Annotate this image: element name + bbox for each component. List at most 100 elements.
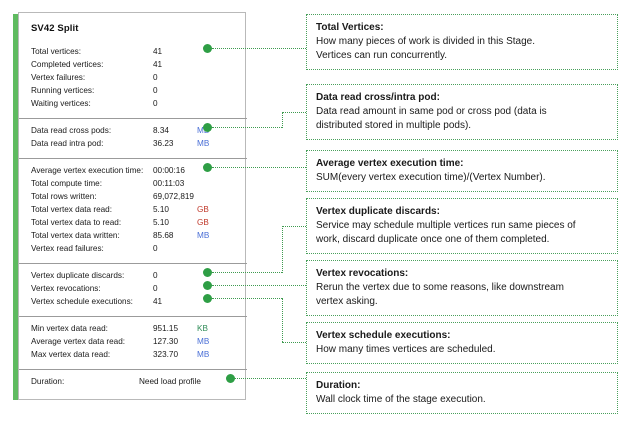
stat-label: Waiting vertices: xyxy=(31,99,91,108)
annotation-line: vertex asking. xyxy=(316,296,378,307)
stat-unit: MB xyxy=(197,126,210,135)
stat-row-vertex-revocations: Vertex revocations: 0 xyxy=(31,284,239,297)
stat-label: Vertex failures: xyxy=(31,73,86,82)
panel-accent-bar xyxy=(13,14,19,400)
stat-row-vertex-schedule-executions: Vertex schedule executions: 41 xyxy=(31,297,239,310)
stat-row-total-vertex-data-read: Total vertex data read: 5.10 GB xyxy=(31,205,239,218)
stat-label: Total compute time: xyxy=(31,179,102,188)
stat-row-duration: Duration: Need load profile xyxy=(31,377,239,390)
connector-vertex-schedule-executions-h2 xyxy=(282,342,306,343)
stage-statistics-panel: SV42 Split Total vertices: 41 Completed … xyxy=(18,12,247,400)
stat-label: Min vertex data read: xyxy=(31,324,108,333)
section-divider xyxy=(19,263,247,264)
section-divider xyxy=(19,158,247,159)
annotation-vertex-schedule-executions: Vertex schedule executions: How many tim… xyxy=(306,322,618,364)
stat-label: Max vertex data read: xyxy=(31,350,111,359)
stat-label: Vertex duplicate discards: xyxy=(31,271,125,280)
stat-value: 0 xyxy=(153,73,158,82)
section-divider xyxy=(19,316,247,317)
annotation-title: Vertex revocations: xyxy=(316,268,409,279)
stat-row-vertex-failures: Vertex failures: 0 xyxy=(31,73,239,86)
section-divider xyxy=(19,369,247,370)
connector-vertex-duplicate-discards-v xyxy=(282,226,283,273)
stat-value: 5.10 xyxy=(153,205,169,214)
stat-label: Average vertex data read: xyxy=(31,337,126,346)
stat-value: 69,072,819 xyxy=(153,192,194,201)
stat-row-data-read-intra-pod: Data read intra pod: 36.23 MB xyxy=(31,139,239,152)
annotation-title: Total Vertices: xyxy=(316,22,384,33)
stat-label: Total vertex data read: xyxy=(31,205,113,214)
stat-value: 41 xyxy=(153,47,163,56)
stat-row-total-rows-written: Total rows written: 69,072,819 xyxy=(31,192,239,205)
annotation-line: Wall clock time of the stage execution. xyxy=(316,394,486,405)
stat-label: Duration: xyxy=(31,377,65,386)
stat-row-waiting-vertices: Waiting vertices: 0 xyxy=(31,99,239,112)
stat-label: Total rows written: xyxy=(31,192,97,201)
stat-unit: MB xyxy=(197,350,210,359)
annotation-title: Vertex duplicate discards: xyxy=(316,206,440,217)
stat-unit: GB xyxy=(197,218,209,227)
stat-row-total-vertex-data-to-read: Total vertex data to read: 5.10 GB xyxy=(31,218,239,231)
stat-unit: KB xyxy=(197,324,208,333)
annotation-title: Duration: xyxy=(316,380,361,391)
annotation-line: Rerun the vertex due to some reasons, li… xyxy=(316,282,564,293)
connector-total-vertices xyxy=(212,48,306,49)
stat-label: Total vertex data to read: xyxy=(31,218,122,227)
stat-row-max-vertex-data-read: Max vertex data read: 323.70 MB xyxy=(31,350,239,363)
stat-label: Completed vertices: xyxy=(31,60,104,69)
stat-label: Total vertex data written: xyxy=(31,231,120,240)
stat-label: Vertex revocations: xyxy=(31,284,101,293)
annotation-vertex-revocations: Vertex revocations: Rerun the vertex due… xyxy=(306,260,618,316)
annotation-title: Vertex schedule executions: xyxy=(316,330,451,341)
callout-dot-total-vertices xyxy=(203,44,212,53)
stat-value: 41 xyxy=(153,297,163,306)
stat-value: 36.23 xyxy=(153,139,174,148)
stat-label: Data read cross pods: xyxy=(31,126,112,135)
stat-row-vertex-read-failures: Vertex read failures: 0 xyxy=(31,244,239,257)
annotation-line: distributed stored in multiple pods). xyxy=(316,120,472,131)
stat-unit: MB xyxy=(197,231,210,240)
stat-row-data-read-cross-pods: Data read cross pods: 8.34 MB xyxy=(31,126,239,139)
connector-data-read-pods-h1 xyxy=(212,127,282,128)
stat-value: 0 xyxy=(153,271,158,280)
page-title: SV42 Split xyxy=(31,23,79,34)
stat-unit: MB xyxy=(197,139,210,148)
stat-row-running-vertices: Running vertices: 0 xyxy=(31,86,239,99)
annotation-line: Service may schedule multiple vertices r… xyxy=(316,220,576,231)
callout-dot-data-read-pods xyxy=(203,123,212,132)
stat-label: Total vertices: xyxy=(31,47,82,56)
stat-label: Vertex read failures: xyxy=(31,244,104,253)
stat-unit: GB xyxy=(197,205,209,214)
stat-row-total-compute-time: Total compute time: 00:11:03 xyxy=(31,179,239,192)
annotation-line: Data read amount in same pod or cross po… xyxy=(316,106,547,117)
connector-vertex-duplicate-discards-h1 xyxy=(212,272,282,273)
stat-row-min-vertex-data-read: Min vertex data read: 951.15 KB xyxy=(31,324,239,337)
connector-vertex-schedule-executions-v xyxy=(282,298,283,342)
stat-label: Data read intra pod: xyxy=(31,139,104,148)
stat-row-average-vertex-execution-time: Average vertex execution time: 00:00:16 xyxy=(31,166,239,179)
connector-data-read-pods-h2 xyxy=(282,112,306,113)
section-divider xyxy=(19,118,247,119)
connector-average-vertex-execution-time xyxy=(212,167,306,168)
callout-dot-vertex-schedule-executions xyxy=(203,294,212,303)
stat-row-average-vertex-data-read: Average vertex data read: 127.30 MB xyxy=(31,337,239,350)
callout-dot-vertex-duplicate-discards xyxy=(203,268,212,277)
stat-value: Need load profile xyxy=(139,377,201,386)
annotation-duration: Duration: Wall clock time of the stage e… xyxy=(306,372,618,414)
stat-row-completed-vertices: Completed vertices: 41 xyxy=(31,60,239,73)
stat-unit: MB xyxy=(197,337,210,346)
annotation-line: Vertices can run concurrently. xyxy=(316,50,447,61)
stat-label: Vertex schedule executions: xyxy=(31,297,133,306)
stat-value: 951.15 xyxy=(153,324,179,333)
annotation-title: Average vertex execution time: xyxy=(316,158,464,169)
connector-vertex-revocations xyxy=(212,285,306,286)
stat-label: Running vertices: xyxy=(31,86,95,95)
stat-value: 0 xyxy=(153,86,158,95)
stat-row-vertex-duplicate-discards: Vertex duplicate discards: 0 xyxy=(31,271,239,284)
connector-vertex-schedule-executions-h1 xyxy=(212,298,282,299)
stat-row-total-vertex-data-written: Total vertex data written: 85.68 MB xyxy=(31,231,239,244)
annotation-total-vertices: Total Vertices: How many pieces of work … xyxy=(306,14,618,70)
connector-vertex-duplicate-discards-h2 xyxy=(282,226,306,227)
callout-dot-duration xyxy=(226,374,235,383)
